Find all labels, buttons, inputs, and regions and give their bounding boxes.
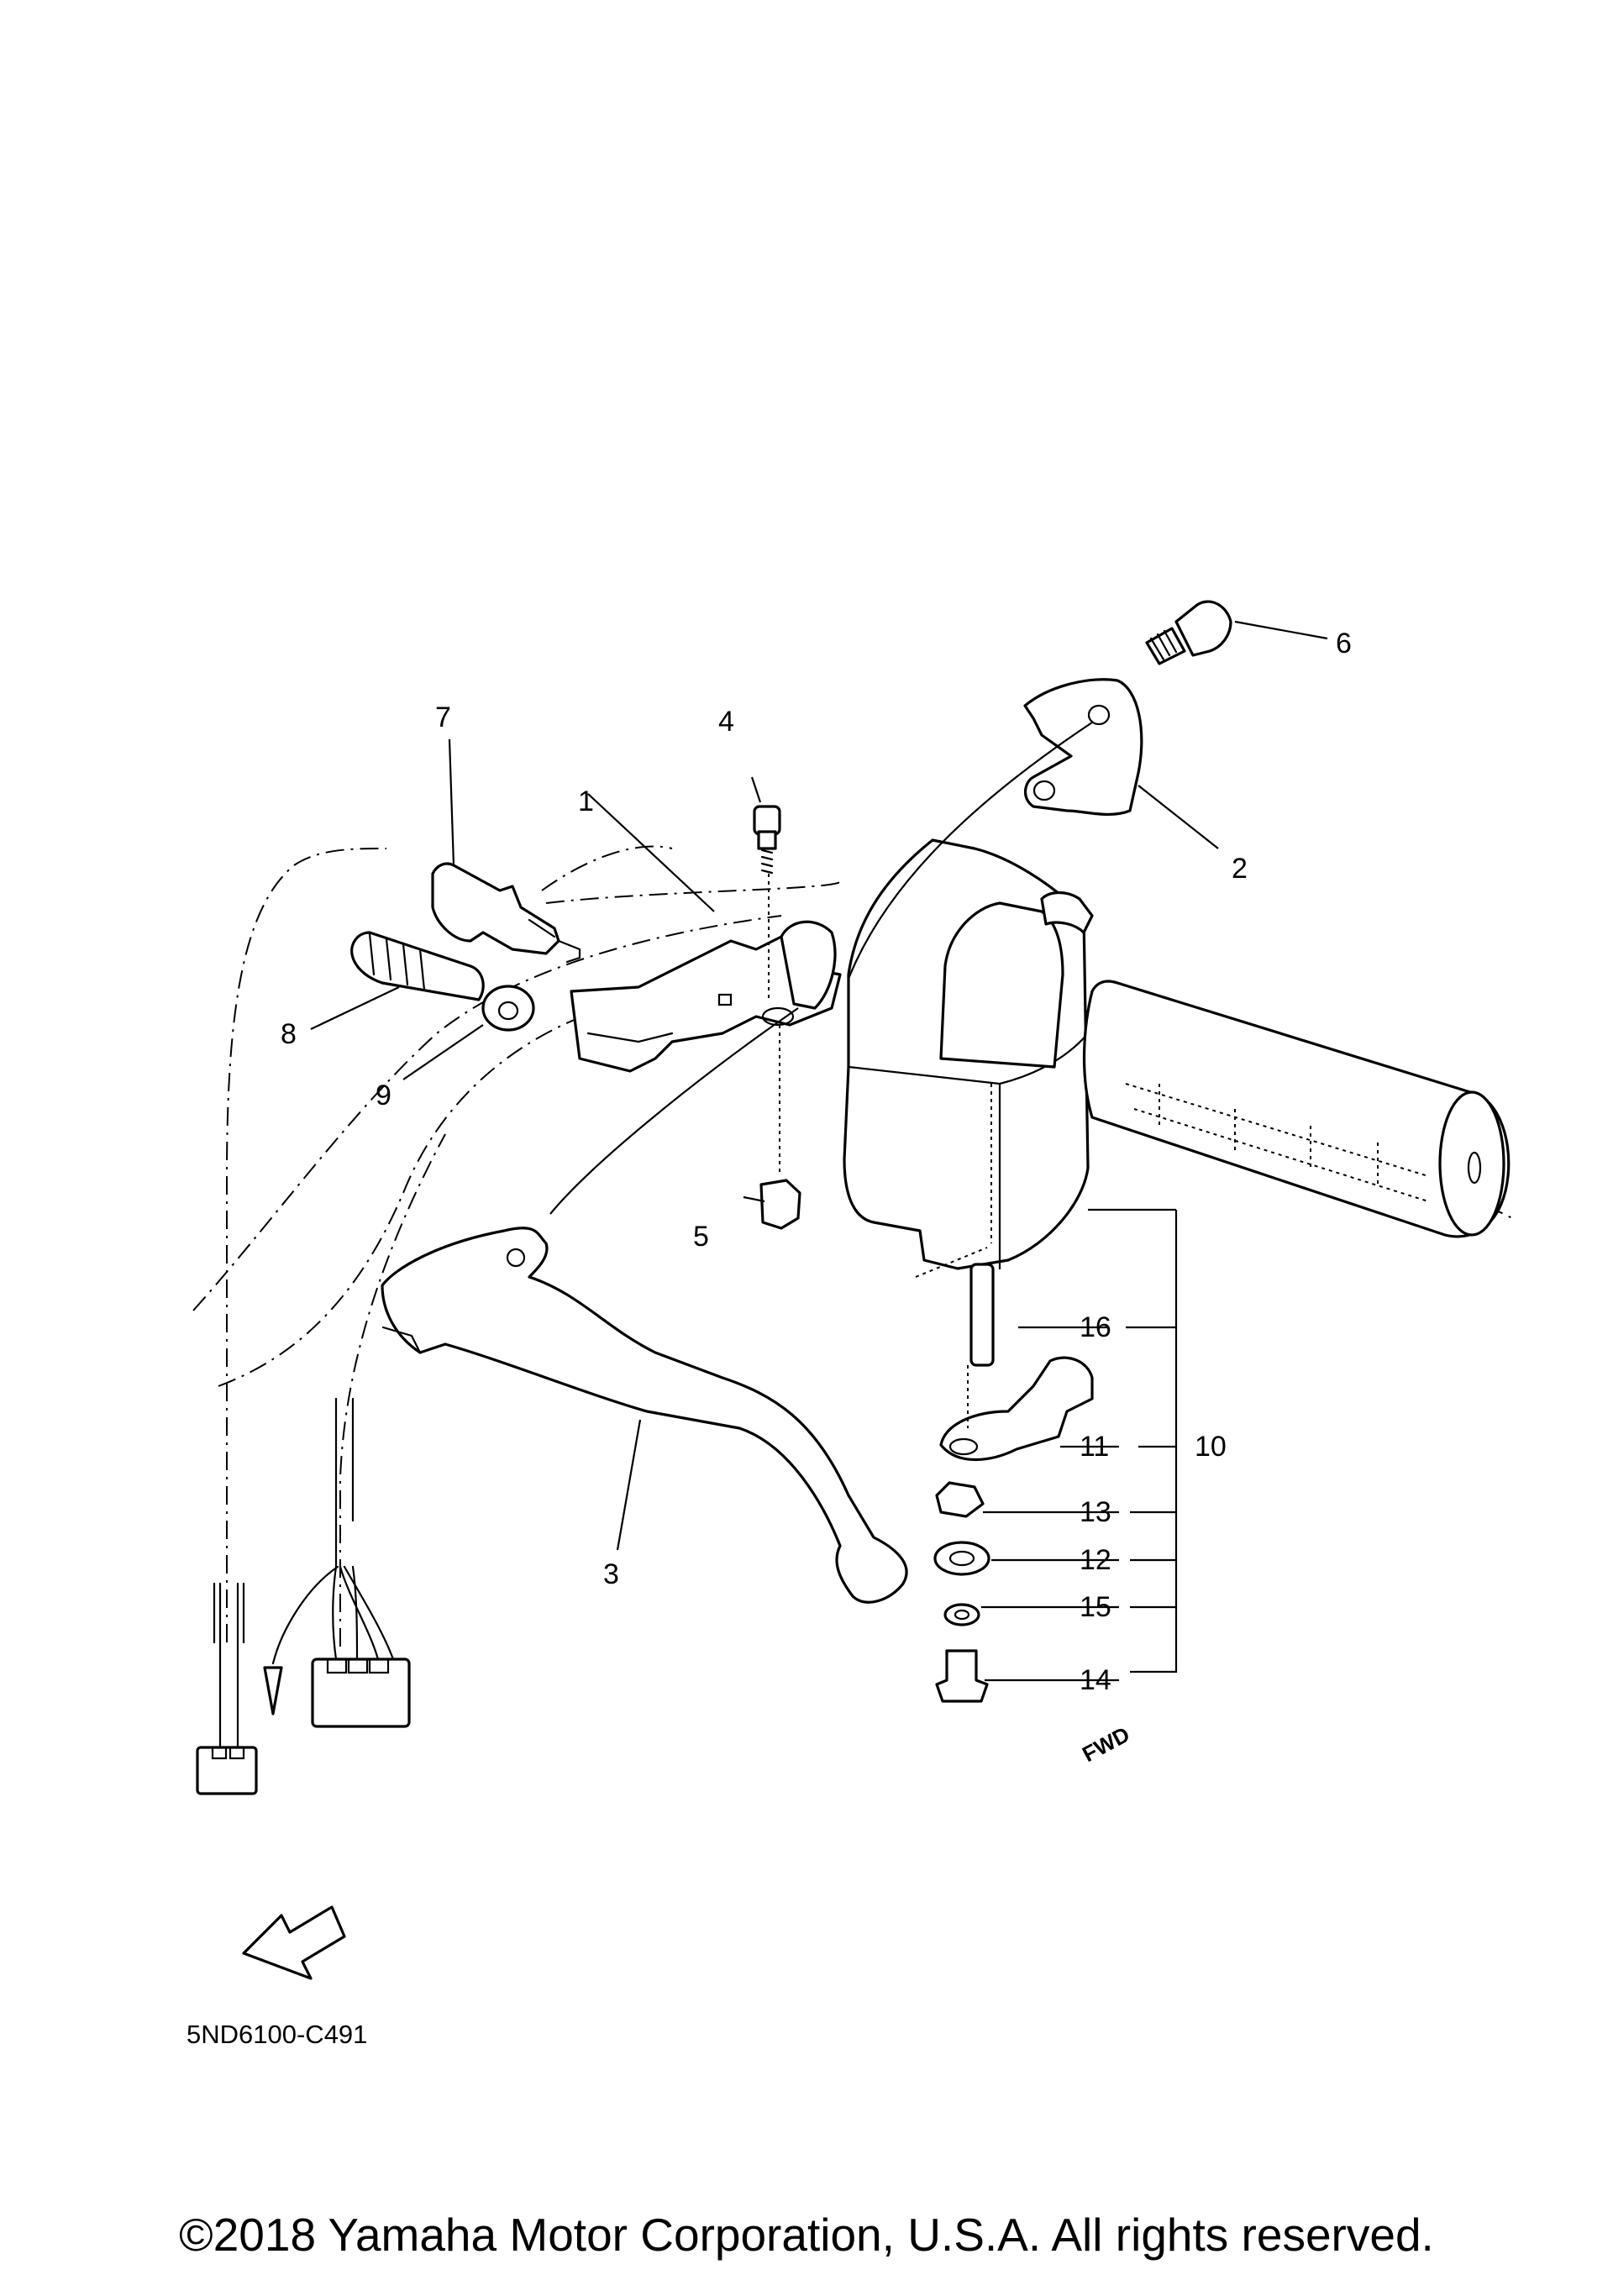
screw-part-6 <box>1145 600 1232 665</box>
clamp-part-2 <box>1023 678 1143 817</box>
callout-5: 5 <box>693 1221 709 1253</box>
callout-9: 9 <box>376 1080 391 1111</box>
callout-14: 14 <box>1080 1664 1111 1696</box>
washer-part-13 <box>935 1481 985 1518</box>
cable-adjuster-part-7 <box>431 862 581 964</box>
nut-part-5 <box>759 1025 801 1230</box>
bolt-part-4 <box>753 805 781 1000</box>
callout-6: 6 <box>1336 628 1352 659</box>
callout-3: 3 <box>603 1558 619 1590</box>
handlebar-curve-inner <box>218 1007 606 1387</box>
bolt-part-16 <box>969 1263 995 1367</box>
callout-7: 7 <box>435 701 451 733</box>
callout-10: 10 <box>1195 1431 1227 1463</box>
wire-harness-right <box>339 1133 446 1647</box>
callout-labels: 1 2 3 4 5 6 7 8 9 10 11 12 13 14 15 16 <box>281 628 1352 1696</box>
callout-4: 4 <box>718 706 734 738</box>
connector-right <box>213 1397 411 1728</box>
locknut-part-9 <box>481 985 535 1032</box>
diagram-code: 5ND6100-C491 <box>187 2020 367 2049</box>
adjuster-sleeve-part-8 <box>350 931 485 1001</box>
washer-part-12 <box>933 1541 990 1576</box>
hand-grip <box>1082 980 1511 1238</box>
callout-16: 16 <box>1080 1311 1111 1343</box>
leader-lines <box>310 620 1328 1682</box>
copyright-notice: ©2018 Yamaha Motor Corporation, U.S.A. A… <box>179 2209 1434 2261</box>
handlebar-curve <box>192 915 782 1311</box>
fwd-label: FWD <box>1078 1721 1133 1767</box>
callout-15: 15 <box>1080 1591 1111 1623</box>
washer-part-15 <box>943 1603 980 1626</box>
callout-2: 2 <box>1232 853 1248 885</box>
callout-1: 1 <box>578 785 594 817</box>
fwd-arrow-badge: FWD <box>242 1721 1134 1980</box>
callout-11: 11 <box>1080 1431 1109 1463</box>
lever-part-11 <box>939 1356 1094 1461</box>
wire-harness-left <box>226 848 387 1642</box>
callout-12: 12 <box>1080 1544 1111 1576</box>
callout-8: 8 <box>281 1018 297 1050</box>
lever-bracket-part-1 <box>570 920 842 1073</box>
callout-13: 13 <box>1080 1496 1111 1528</box>
screw-part-14 <box>935 1649 989 1703</box>
switch-housing <box>843 838 1094 1278</box>
connector-left <box>196 1582 258 1795</box>
clutch-lever-part-3 <box>381 1227 908 1604</box>
parts-column <box>933 1263 1094 1703</box>
